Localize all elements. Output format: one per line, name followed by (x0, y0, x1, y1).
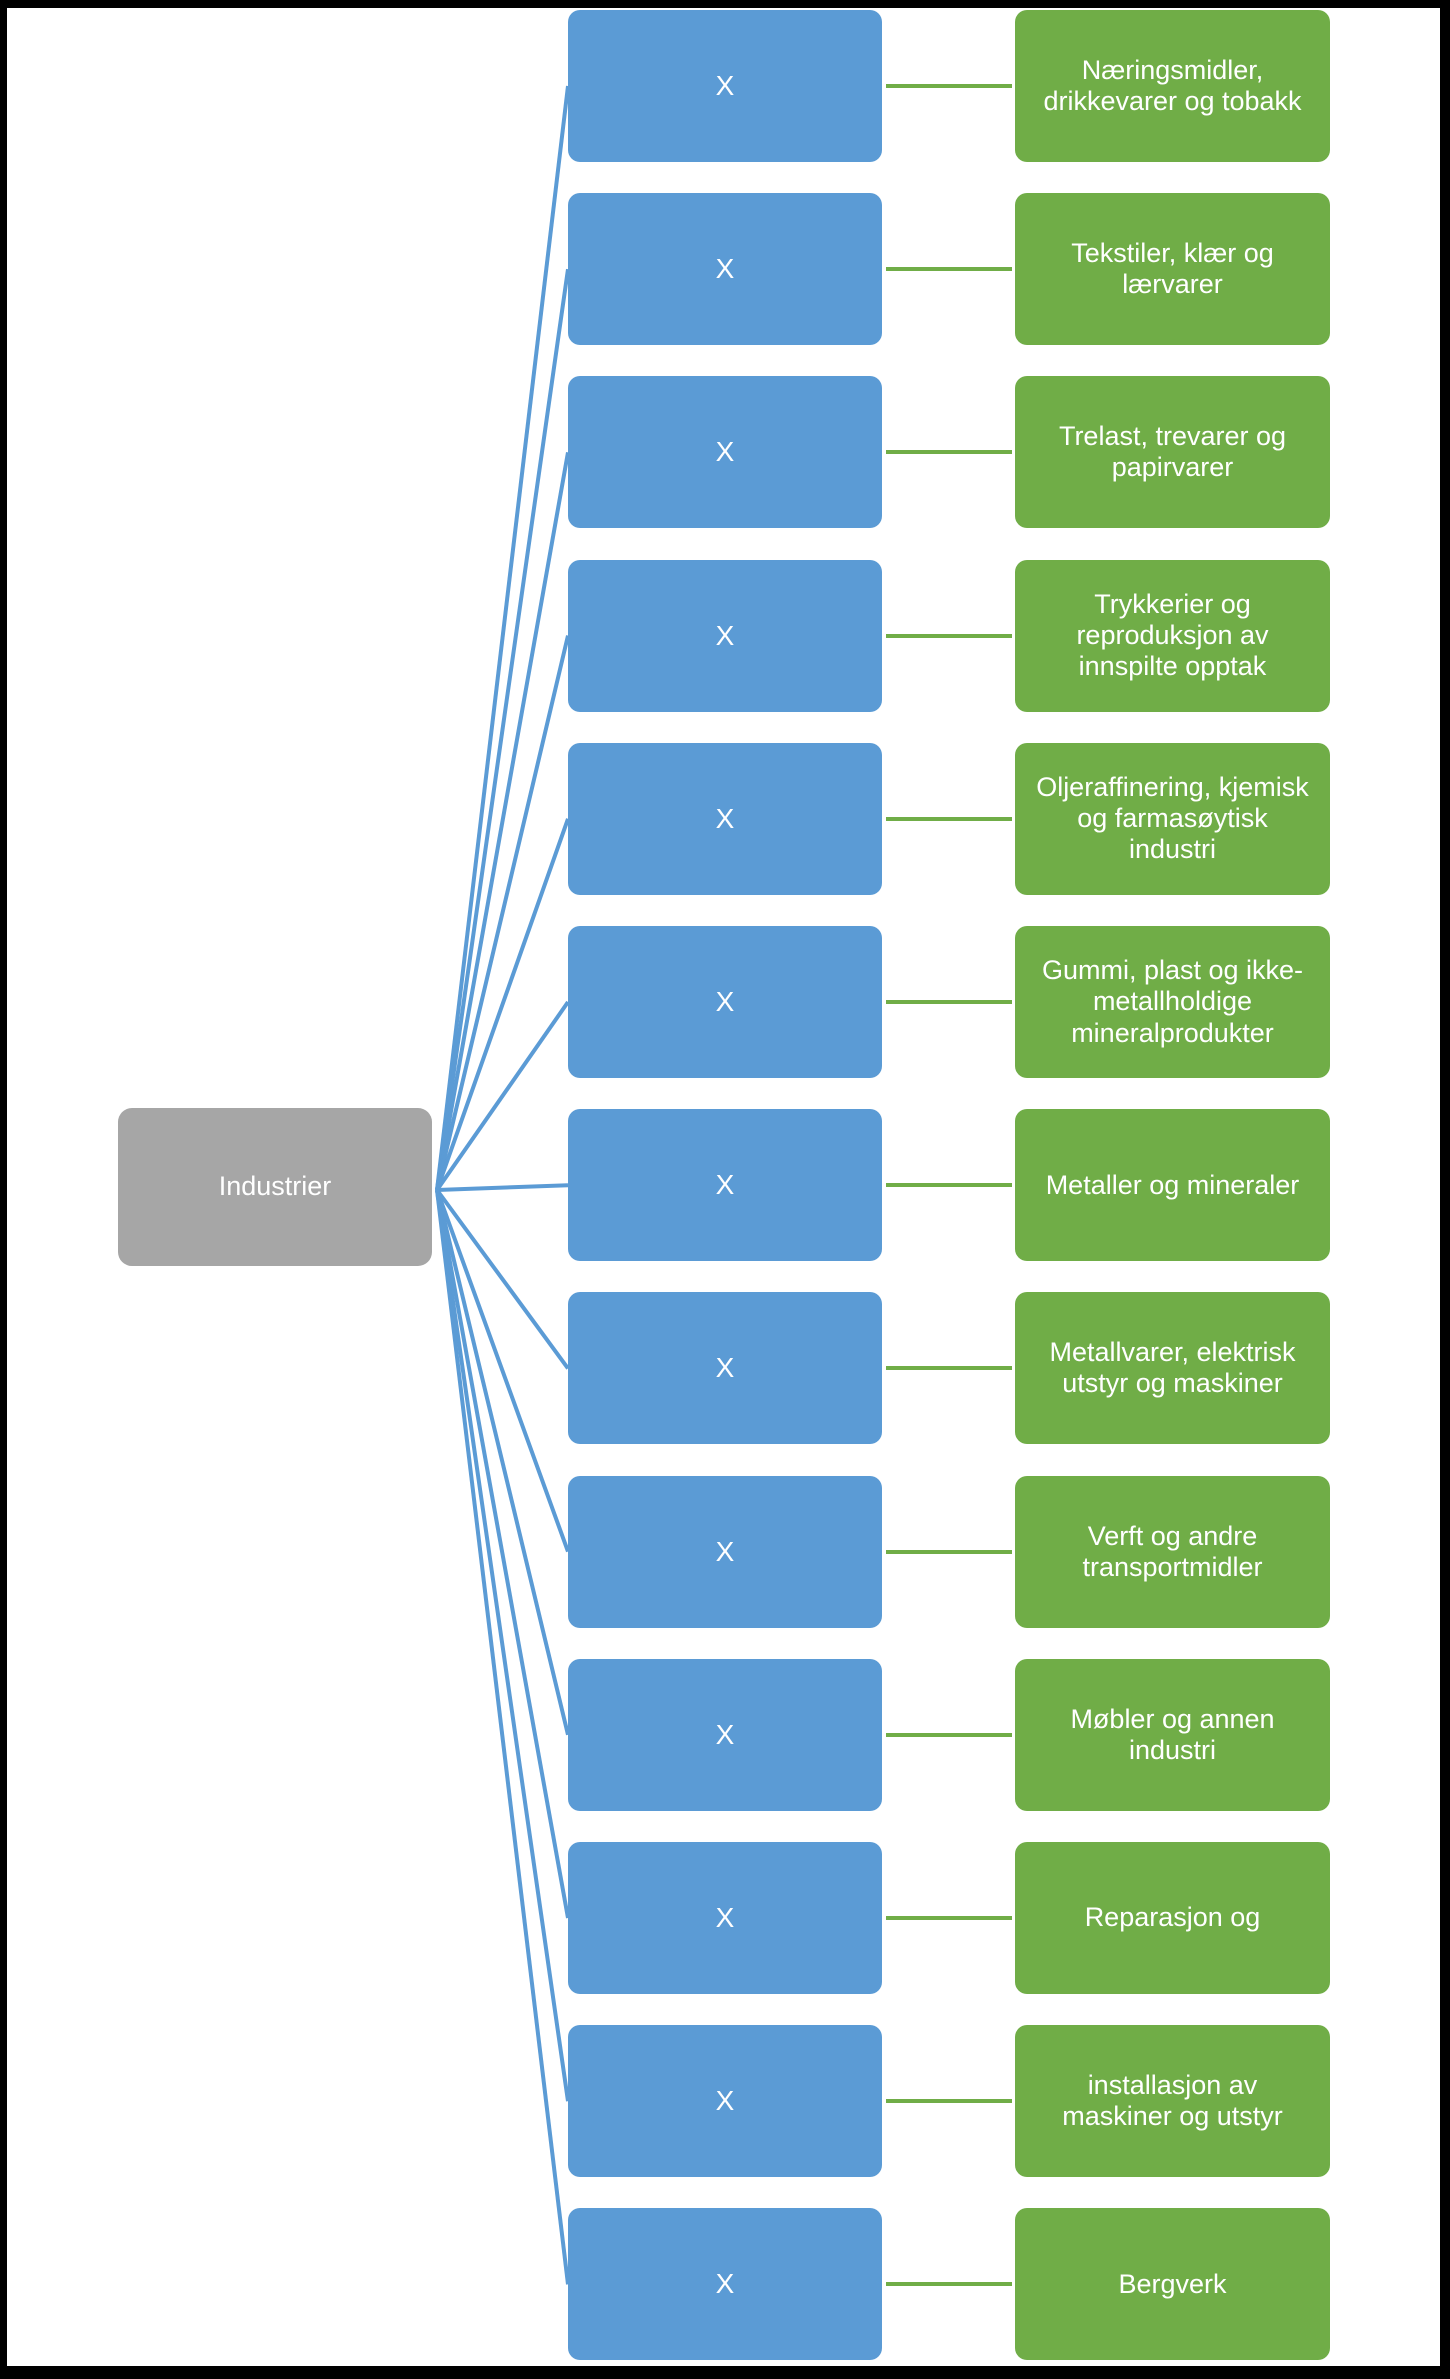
connector-branch-to-leaf (886, 633, 1012, 638)
connector-branch-to-leaf (886, 2099, 1012, 2104)
leaf-node-label: Oljeraffinering, kjemisk og farmasøytisk… (1036, 772, 1309, 865)
branch-node-marker: X (715, 436, 735, 468)
branch-node-marker: X (715, 1535, 735, 1567)
leaf-node[interactable]: Oljeraffinering, kjemisk og farmasøytisk… (1015, 742, 1330, 895)
branch-node-marker: X (715, 619, 735, 651)
connector-branch-to-leaf (886, 1549, 1012, 1554)
branch-node[interactable]: X (568, 1109, 882, 1262)
branch-node-marker: X (715, 2268, 735, 2300)
branch-node-marker: X (715, 253, 735, 285)
branch-node[interactable]: X (568, 742, 882, 895)
leaf-node-label: Trykkerier og reproduksjon av innspilte … (1076, 589, 1269, 682)
connector-branch-to-leaf (886, 816, 1012, 821)
branch-node-marker: X (715, 985, 735, 1017)
branch-node-marker: X (715, 69, 735, 101)
leaf-node[interactable]: Verft og andre transportmidler (1015, 1475, 1330, 1628)
leaf-node[interactable]: installasjon av maskiner og utstyr (1015, 2025, 1330, 2178)
branch-node[interactable]: X (568, 376, 882, 529)
leaf-node[interactable]: Bergverk (1015, 2208, 1330, 2361)
leaf-node-label: installasjon av maskiner og utstyr (1062, 2070, 1283, 2132)
leaf-node[interactable]: Gummi, plast og ikke- metallholdige mine… (1015, 926, 1330, 1078)
branch-node-marker: X (715, 2085, 735, 2117)
connector-branch-to-leaf (886, 450, 1012, 455)
connector-branch-to-leaf (886, 267, 1012, 272)
connector-branch-to-leaf (886, 1916, 1012, 1920)
branch-node[interactable]: X (568, 559, 882, 712)
root-node-industrier[interactable]: Industrier (118, 1108, 432, 1266)
branch-node-marker: X (715, 1901, 735, 1933)
branch-node[interactable]: X (568, 926, 882, 1078)
leaf-node-label: Bergverk (1118, 2268, 1227, 2299)
leaf-node-label: Verft og andre transportmidler (1082, 1520, 1263, 1582)
root-node-label: Industrier (218, 1171, 332, 1202)
branch-node[interactable]: X (568, 1842, 882, 1994)
connector-branch-to-leaf (886, 1366, 1012, 1371)
leaf-node[interactable]: Metaller og mineraler (1015, 1109, 1330, 1262)
branch-node[interactable]: X (568, 10, 882, 162)
branch-node-marker: X (715, 1718, 735, 1750)
connector-branch-to-leaf (886, 1183, 1012, 1188)
leaf-node-label: Reparasjon og (1084, 1902, 1261, 1933)
connector-branch-to-leaf (886, 1000, 1012, 1004)
leaf-node[interactable]: Trykkerier og reproduksjon av innspilte … (1015, 559, 1330, 712)
leaf-node-label: Gummi, plast og ikke- metallholdige mine… (1041, 955, 1304, 1048)
branch-node[interactable]: X (568, 1292, 882, 1445)
branch-node[interactable]: X (568, 1658, 882, 1811)
branch-node-marker: X (715, 802, 735, 834)
leaf-node-label: Trelast, trevarer og papirvarer (1058, 421, 1287, 483)
leaf-node[interactable]: Møbler og annen industri (1015, 1658, 1330, 1811)
branch-node[interactable]: X (568, 193, 882, 346)
leaf-node-label: Metallvarer, elektrisk utstyr og maskine… (1049, 1337, 1296, 1399)
branch-node[interactable]: X (568, 1475, 882, 1628)
leaf-node-label: Tekstiler, klær og lærvarer (1071, 238, 1274, 300)
leaf-node[interactable]: Reparasjon og (1015, 1842, 1330, 1994)
leaf-node-label: Næringsmidler, drikkevarer og tobakk (1043, 54, 1302, 116)
branch-node-marker: X (715, 1169, 735, 1201)
leaf-node-label: Metaller og mineraler (1045, 1169, 1300, 1200)
connector-branch-to-leaf (886, 84, 1012, 88)
leaf-node[interactable]: Trelast, trevarer og papirvarer (1015, 376, 1330, 529)
connector-branch-to-leaf (886, 2282, 1012, 2287)
connector-branch-to-leaf (886, 1732, 1012, 1737)
branch-node[interactable]: X (568, 2208, 882, 2361)
leaf-node-label: Møbler og annen industri (1070, 1703, 1275, 1765)
leaf-node[interactable]: Metallvarer, elektrisk utstyr og maskine… (1015, 1292, 1330, 1445)
branch-node[interactable]: X (568, 2025, 882, 2178)
branch-node-marker: X (715, 1352, 735, 1384)
leaf-node[interactable]: Næringsmidler, drikkevarer og tobakk (1015, 10, 1330, 162)
leaf-node[interactable]: Tekstiler, klær og lærvarer (1015, 193, 1330, 346)
